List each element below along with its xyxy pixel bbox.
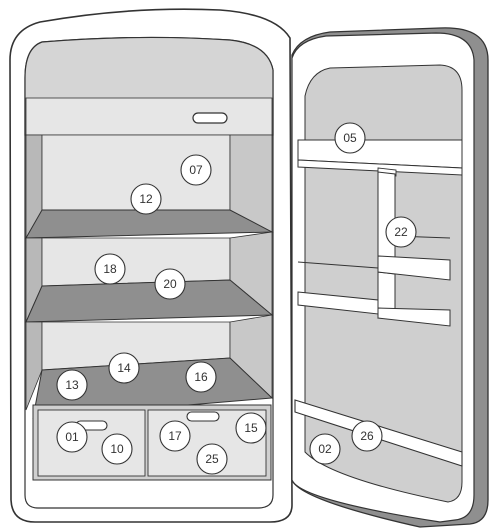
callout-10-text: 10 — [110, 442, 124, 456]
callout-07-text: 07 — [189, 163, 203, 177]
callout-26: 26 — [352, 421, 382, 451]
callout-22: 22 — [386, 217, 416, 247]
callout-22-text: 22 — [394, 225, 408, 239]
shelf-20 — [26, 280, 272, 322]
callout-02-text: 02 — [318, 442, 332, 456]
callout-12-text: 12 — [139, 192, 153, 206]
callout-07: 07 — [181, 155, 211, 185]
callout-14: 14 — [109, 353, 139, 383]
callout-01: 01 — [57, 422, 87, 452]
callout-13: 13 — [57, 370, 87, 400]
callout-05-text: 05 — [343, 131, 357, 145]
callout-01-text: 01 — [65, 430, 79, 444]
callout-15-text: 15 — [244, 421, 258, 435]
crisper-drawer-right-handle — [187, 412, 219, 421]
callout-16-text: 16 — [194, 370, 208, 384]
callout-10: 10 — [102, 434, 132, 464]
callout-14-text: 14 — [117, 361, 131, 375]
callout-12: 12 — [131, 184, 161, 214]
callout-16: 16 — [186, 362, 216, 392]
callout-02: 02 — [310, 434, 340, 464]
callout-20: 20 — [155, 269, 185, 299]
door-rack-vertical-left — [378, 172, 395, 258]
cabinet — [10, 9, 292, 522]
callout-20-text: 20 — [163, 277, 177, 291]
callout-13-text: 13 — [65, 378, 79, 392]
callout-26-text: 26 — [360, 429, 374, 443]
callout-17-text: 17 — [168, 429, 182, 443]
light-switch — [193, 113, 227, 123]
middle-compartment-back-wall — [42, 238, 230, 286]
callout-25-text: 25 — [205, 452, 219, 466]
callout-18-text: 18 — [103, 262, 117, 276]
callout-18: 18 — [95, 254, 125, 284]
light-cover — [26, 98, 272, 135]
callout-05: 05 — [335, 123, 365, 153]
callout-17: 17 — [160, 421, 190, 451]
callout-15: 15 — [236, 413, 266, 443]
callout-25: 25 — [197, 444, 227, 474]
